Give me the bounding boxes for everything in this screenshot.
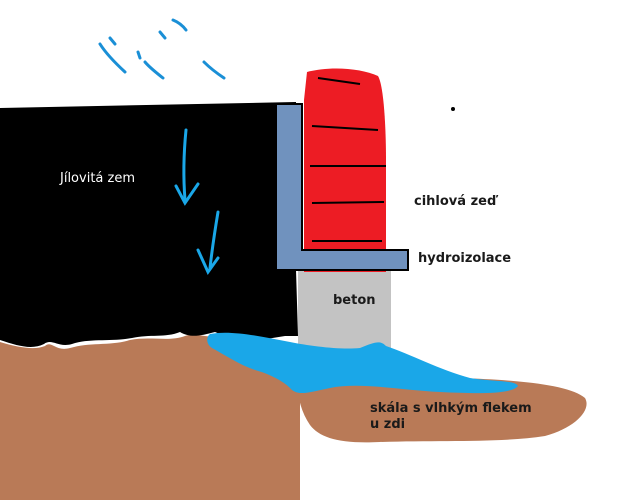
arrow-down-icon — [208, 210, 220, 270]
mortar-line — [317, 77, 361, 85]
rain-drop — [98, 42, 127, 74]
water-pool — [207, 332, 518, 394]
arrow-head — [174, 182, 200, 206]
arrow-down-icon — [182, 128, 188, 202]
arrow-head — [196, 248, 220, 275]
concrete-label: beton — [333, 293, 376, 308]
stray-dot — [451, 107, 455, 111]
rain-drop — [171, 18, 188, 32]
brick-wall — [304, 68, 386, 272]
rain-drop — [136, 50, 142, 60]
brick-mortar-lines — [310, 77, 386, 242]
mortar-line — [311, 201, 385, 204]
rain-drop — [158, 30, 167, 40]
rock-label: skála s vlhkým flekem u zdi — [370, 401, 532, 432]
clay-ground — [0, 102, 298, 347]
brick-wall-label: cihlová zeď — [414, 194, 497, 209]
concrete-footing — [298, 270, 391, 352]
water-arrows — [174, 128, 220, 275]
waterproofing-label: hydroizolace — [418, 251, 512, 266]
rain-drop — [108, 36, 117, 46]
rain-strokes — [98, 18, 226, 80]
rain-drop — [202, 60, 226, 80]
soil-layer — [0, 334, 300, 500]
waterproofing-membrane — [275, 103, 409, 271]
mortar-line — [311, 125, 379, 131]
rain-drop — [143, 60, 165, 80]
clay-ground-label: Jílovitá zem — [60, 171, 135, 186]
rock-formation — [297, 373, 587, 443]
